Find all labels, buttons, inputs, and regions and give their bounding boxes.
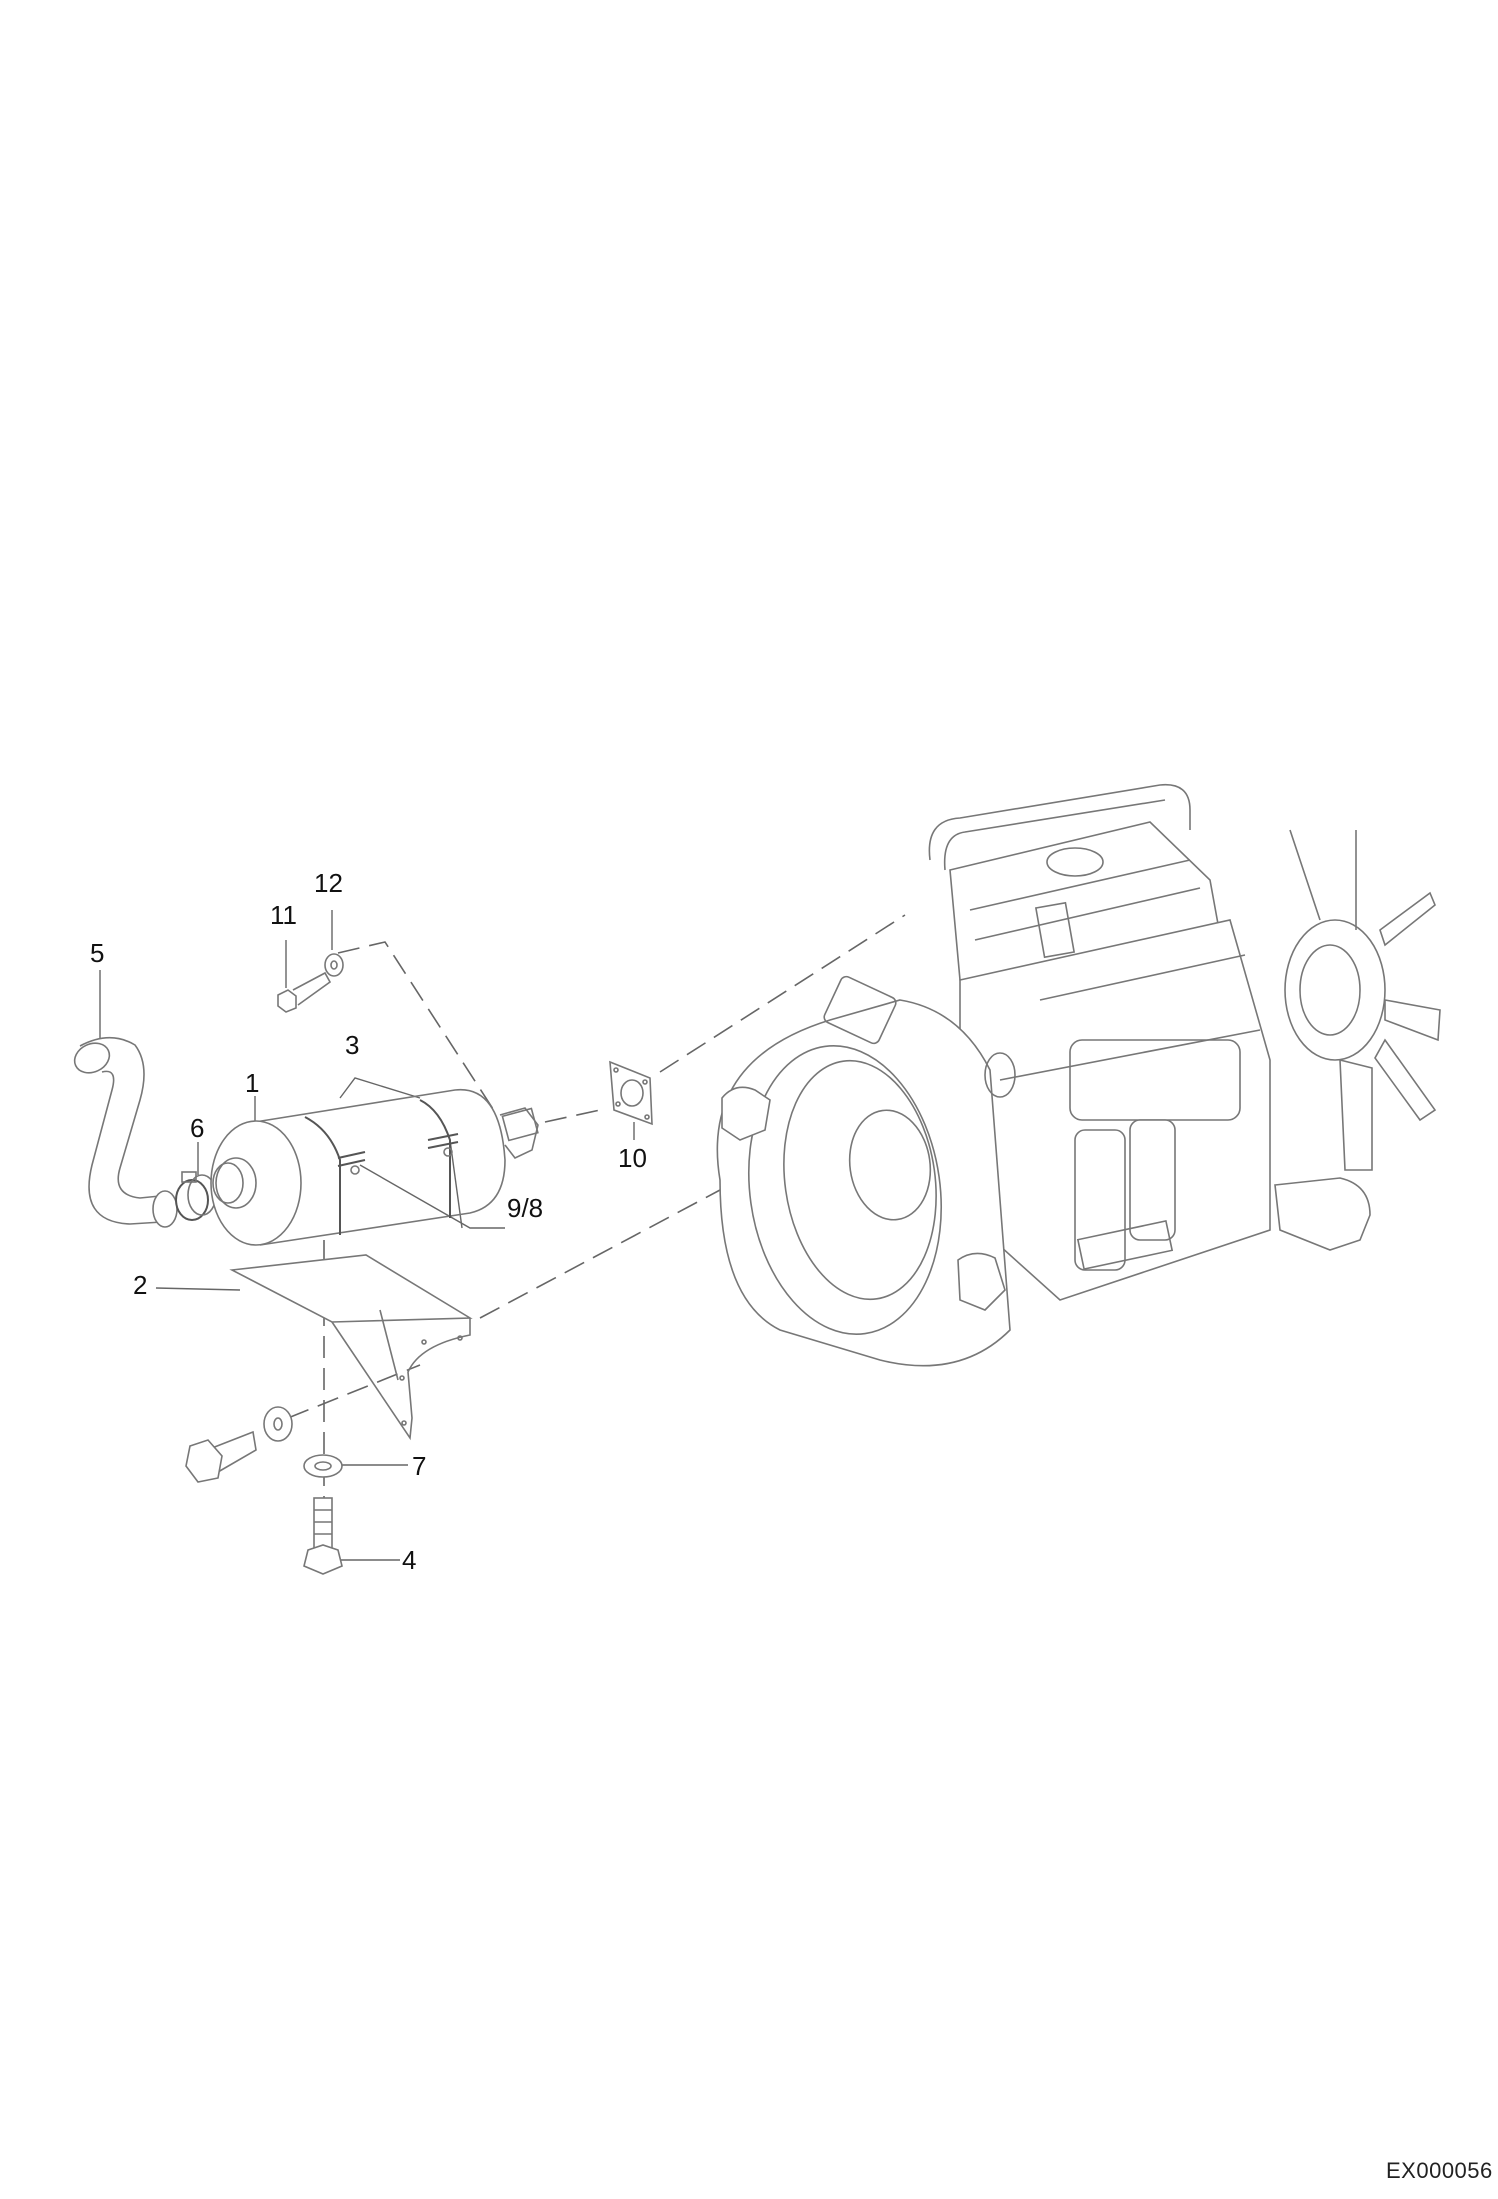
callout-7: 5 bbox=[90, 938, 105, 968]
bracket-part-2 bbox=[229, 1254, 473, 1441]
callout-4: 4 bbox=[402, 1545, 417, 1575]
figure-id-label: EX000056 bbox=[1386, 2158, 1493, 2183]
callout-1: 1 bbox=[245, 1068, 260, 1098]
bolt-part-11 bbox=[277, 953, 344, 1013]
gasket-part-10 bbox=[609, 1060, 653, 1126]
muffler-part-1 bbox=[210, 1088, 539, 1246]
callout-6: 6 bbox=[190, 1113, 205, 1143]
hex-bolt-part-4 bbox=[303, 1497, 343, 1575]
hose-clamp-part-6 bbox=[175, 1171, 217, 1221]
callout-9-8: 9/8 bbox=[507, 1193, 544, 1223]
callout-5: 7 bbox=[412, 1451, 427, 1481]
callout-10: 10 bbox=[618, 1143, 647, 1173]
callout-12: 12 bbox=[314, 868, 343, 898]
callout-11: 11 bbox=[270, 900, 297, 930]
callout-2: 2 bbox=[133, 1270, 148, 1300]
callout-3: 3 bbox=[345, 1030, 360, 1060]
side-bolt bbox=[185, 1406, 293, 1483]
leader-lines bbox=[99, 910, 635, 1561]
engine-assembly bbox=[716, 783, 1441, 1367]
washer-part-5 bbox=[303, 1454, 343, 1478]
exhaust-pipe-part-7 bbox=[73, 1036, 178, 1228]
